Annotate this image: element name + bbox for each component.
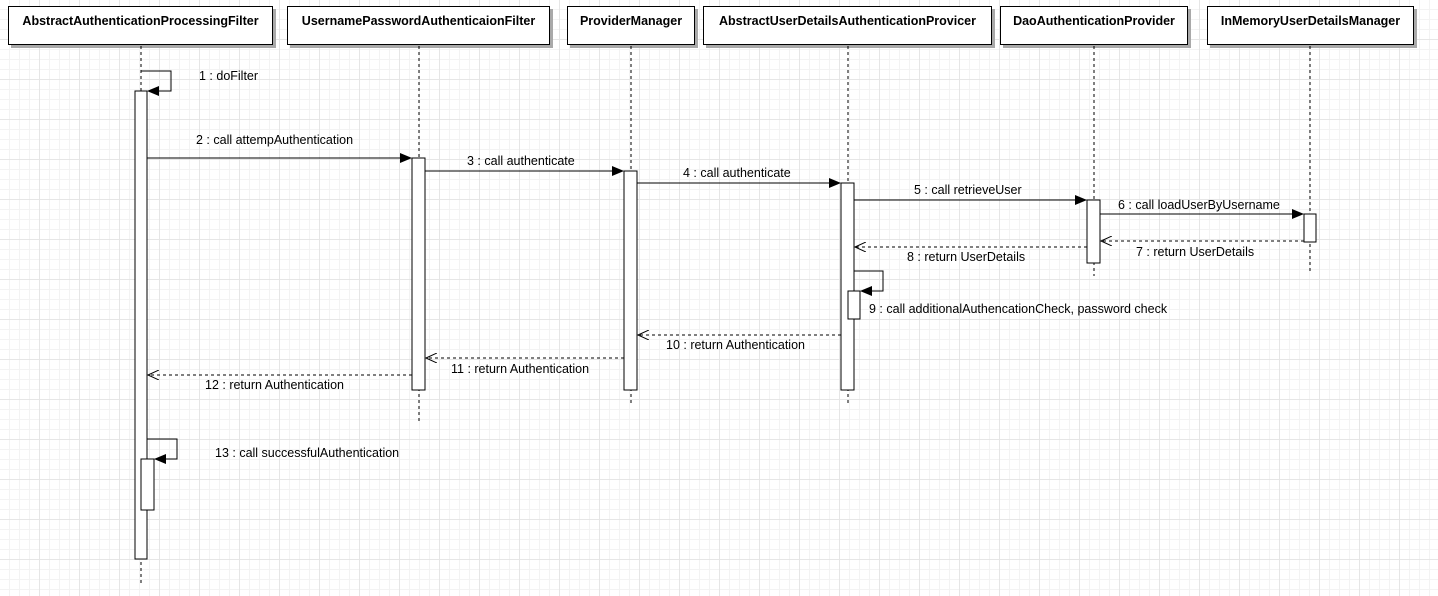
activation-bar[interactable]: [411, 157, 426, 391]
activation-bar[interactable]: [1086, 199, 1101, 264]
message-label-10: 10 : return Authentication: [666, 338, 805, 352]
participant-provider-manager[interactable]: ProviderManager: [567, 6, 695, 45]
activation-bar[interactable]: [140, 458, 155, 511]
activation-bar[interactable]: [840, 182, 855, 391]
message-label-7: 7 : return UserDetails: [1136, 245, 1254, 259]
message-label-2: 2 : call attempAuthentication: [196, 133, 353, 147]
message-label-1: 1 : doFilter: [199, 69, 258, 83]
participant-username-password-authentication-filter[interactable]: UsernamePasswordAuthenticaionFilter: [287, 6, 550, 45]
participant-dao-authentication-provider[interactable]: DaoAuthenticationProvider: [1000, 6, 1188, 45]
message-label-4: 4 : call authenticate: [683, 166, 791, 180]
activation-bar[interactable]: [1303, 213, 1317, 243]
message-label-8: 8 : return UserDetails: [907, 250, 1025, 264]
message-label-3: 3 : call authenticate: [467, 154, 575, 168]
participant-in-memory-user-details-manager[interactable]: InMemoryUserDetailsManager: [1207, 6, 1414, 45]
message-arrow-1[interactable]: [141, 70, 172, 96]
message-label-13: 13 : call successfulAuthentication: [215, 446, 399, 460]
message-arrow-13[interactable]: [147, 438, 178, 464]
message-label-6: 6 : call loadUserByUsername: [1118, 198, 1280, 212]
participant-abstract-authentication-processing-filter[interactable]: AbstractAuthenticationProcessingFilter: [8, 6, 273, 45]
message-label-12: 12 : return Authentication: [205, 378, 344, 392]
activation-bar[interactable]: [134, 90, 148, 560]
message-label-9: 9 : call additionalAuthencationCheck, pa…: [869, 302, 1168, 316]
message-label-11: 11 : return Authentication: [451, 362, 589, 376]
activation-bar[interactable]: [847, 290, 861, 320]
activation-bar[interactable]: [623, 170, 638, 391]
message-arrow-9[interactable]: [854, 270, 884, 296]
message-label-5: 5 : call retrieveUser: [914, 183, 1022, 197]
participant-abstract-user-details-authentication-provider[interactable]: AbstractUserDetailsAuthenticationProvice…: [703, 6, 992, 45]
